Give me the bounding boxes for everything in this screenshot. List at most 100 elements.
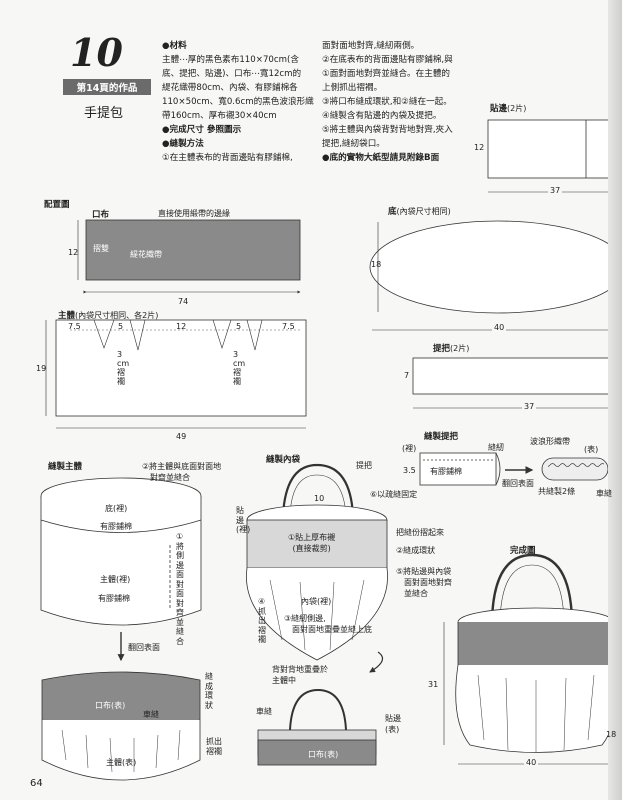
- mouth-height: 12: [68, 248, 79, 257]
- step-line: 面對面地對齊,縫紉兩側。: [322, 41, 420, 51]
- body-height: 19: [36, 364, 47, 373]
- finished-height: 31: [428, 680, 439, 689]
- step-line: ②在底表布的背面邊貼有膠鋪棉,與: [322, 55, 453, 65]
- pleat-word: 褶襉: [117, 368, 125, 386]
- step-1: ①在主體表布的背面邊貼有膠鋪棉,: [162, 153, 293, 163]
- finished-title: 完成圖: [510, 546, 536, 556]
- note-line: ③縫紉側邊,: [284, 614, 326, 623]
- fold-allowance-note: 把縫份摺起來: [396, 528, 444, 537]
- facing-height: 12: [474, 143, 485, 152]
- top-dim: 7.5: [282, 322, 295, 331]
- pleat-out-label: 抓出褶襉: [206, 737, 222, 756]
- materials-line: 帶160cm、厚布襯30×40cm: [162, 111, 277, 121]
- handle-width-label: 3.5: [403, 466, 416, 475]
- item-title: 手提包: [84, 106, 124, 121]
- interlining-label-2: 有膠鋪棉: [98, 594, 130, 603]
- handle-height: 7: [404, 371, 410, 380]
- pattern-number: 10: [70, 30, 123, 75]
- pleat-num: 3: [233, 350, 239, 359]
- finished-depth: 18: [606, 730, 617, 739]
- bottom-width: 40: [492, 323, 507, 332]
- bottom-height: 18: [371, 260, 382, 269]
- note-line: 面對面地對齊: [404, 578, 452, 587]
- facing-front-label: 貼邊 (表): [385, 713, 401, 735]
- layout-title: 配置圖: [44, 200, 70, 210]
- mouth-width: 74: [178, 297, 189, 306]
- ribbon-label: 車縫: [143, 710, 159, 719]
- jacquard-label: 緹花織帶: [130, 250, 162, 259]
- top-dim: 7.5: [68, 322, 81, 331]
- pleat-word: 褶襉: [233, 368, 241, 386]
- facing-width: 37: [548, 186, 563, 195]
- sew-body-title: 縫製主體: [48, 462, 83, 472]
- note-line: 貼邊: [385, 714, 401, 723]
- handle-piece: [412, 357, 622, 409]
- steps-block: 面對面地對齊,縫紉兩側。 ②在底表布的背面邊貼有膠鋪棉,與 ①面對面地對齊並縫合…: [322, 39, 453, 165]
- finished-width: 40: [524, 758, 539, 767]
- bottom-inner-label: 底(裡): [105, 504, 128, 513]
- materials-line: 主體⋯厚的黑色素布110×70cm(含: [162, 55, 299, 65]
- top-dim: 12: [176, 322, 187, 331]
- handle-seam-label: 縫紉: [488, 443, 504, 452]
- step-line: 上側抓出褶襉。: [322, 83, 383, 93]
- handle-label-text: 提把: [433, 344, 451, 354]
- step-line: ③將口布縫成環狀,和②縫在一起。: [322, 97, 452, 107]
- bottom-label-text: 底: [388, 207, 397, 217]
- interfacing-note: ①貼上厚布襯(直接裁剪): [288, 532, 335, 554]
- turn-label: 翻回表面: [128, 643, 160, 652]
- wave-ribbon-label: 波浪形織帶: [530, 437, 570, 446]
- pleat-num: 3: [117, 350, 123, 359]
- basting-note: ⑥以疏縫固定: [370, 490, 418, 499]
- lining-ribbon-label: 車縫: [256, 707, 272, 716]
- lining-handle-label: 提把: [356, 461, 372, 470]
- top-dim: 5: [118, 322, 124, 331]
- note-line: (表): [385, 725, 400, 734]
- note-line: ①貼上厚布襯: [288, 533, 336, 542]
- back-to-back-note: 背對背地重疊於主體中: [272, 664, 328, 686]
- body-label-text: 主體: [58, 311, 76, 321]
- body-width: 49: [176, 432, 187, 441]
- sew-body-note: ②將主體與底面對面地對齊並縫合: [142, 461, 221, 483]
- mouth-front-label: 口布(表): [95, 701, 126, 710]
- facing-inner-label: 貼邊(裡): [236, 506, 251, 534]
- mouth-cloth-note: 直接使用緞帶的邊緣: [158, 209, 230, 218]
- step-line: ④縫製含有貼邊的內袋及提把。: [322, 111, 442, 121]
- step-line: ①面對面地對齊並縫合。在主體的: [322, 69, 451, 79]
- header-banner: 第14頁的作品: [76, 83, 138, 94]
- facing-label: 貼邊(2片): [490, 102, 526, 114]
- attach-note: ⑤將貼邊與內袋面對面地對齊並縫合: [396, 566, 452, 599]
- lining-inner-label: 內袋(裡): [301, 597, 332, 606]
- sew-handle-title: 縫製提把: [424, 432, 459, 442]
- note-line: 主體中: [272, 676, 296, 685]
- sew-lining-drawing: [246, 463, 388, 766]
- handle-interlining-label: 有膠鋪棉: [430, 467, 462, 476]
- step-line: 提把,縫紉袋口。: [322, 139, 385, 149]
- materials-block: ●材料 主體⋯厚的黑色素布110×70cm(含 底、提把、貼邊)、口布⋯寬12c…: [162, 39, 314, 165]
- handle-note: (2片): [450, 344, 470, 353]
- sew-body-drawing: [40, 477, 202, 781]
- handle-turn-label: 翻回表面: [502, 479, 534, 488]
- facing-piece: [487, 119, 622, 193]
- sew-lining-title: 縫製內袋: [266, 455, 301, 465]
- bottom-label: 底(內袋尺寸相同): [388, 205, 451, 217]
- sew-sides-note: ③縫紉側邊,面對面地重疊並縫上底: [284, 613, 372, 635]
- bottom-piece: [369, 220, 622, 331]
- fold-label: 摺雙: [93, 244, 109, 253]
- step-line: ⑤將主體與內袋背對背地對齊,夾入: [322, 125, 453, 135]
- dim-10: 10: [314, 494, 325, 503]
- facing-label-text: 貼邊: [490, 104, 508, 114]
- finished-bag-drawing: [443, 553, 617, 765]
- side-seam-note: ①將側邊面對面對齊並縫合: [176, 532, 184, 646]
- body-note: (內袋尺寸相同、各2片): [75, 311, 159, 320]
- sew-ring-note: ②縫成環狀: [396, 546, 436, 555]
- lining-pleat-note: ④抓出褶襉: [258, 597, 266, 644]
- handle-front-label: (表): [584, 445, 599, 454]
- materials-line: 緹花織帶80cm、內袋、有膠鋪棉各: [162, 83, 298, 93]
- facing-note: (2片): [507, 104, 527, 113]
- method-heading: ●縫製方法: [162, 139, 204, 149]
- interlining-label: 有膠鋪棉: [100, 522, 132, 531]
- body-front-label: 主體(表): [106, 758, 137, 767]
